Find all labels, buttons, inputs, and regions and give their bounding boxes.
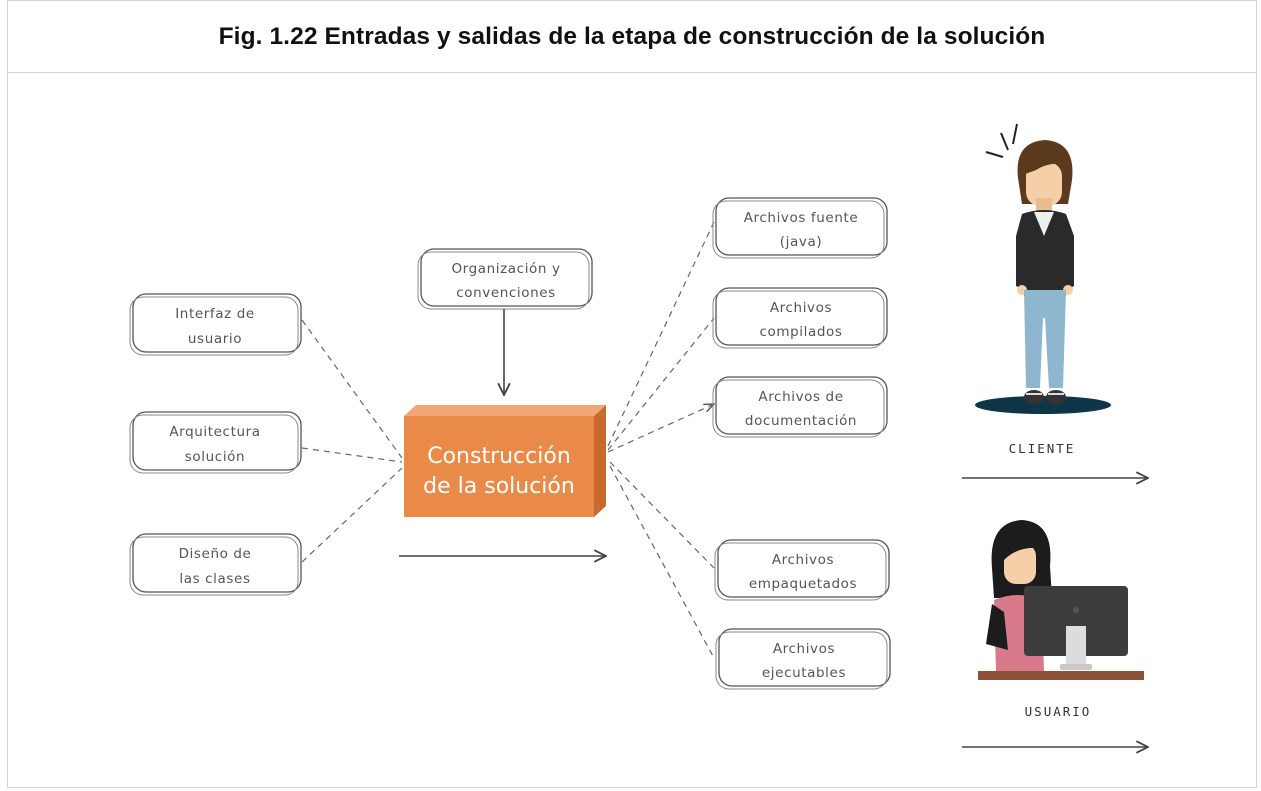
output-label-line1: Archivos de [758,389,843,405]
output-label-line2: ejecutables [762,665,846,681]
connector-output-5 [609,465,715,659]
output-label-line2: compilados [759,324,842,340]
input-label-line1: Interfaz de [175,306,255,322]
center-label-line1: Construcción [427,444,571,469]
connector-output-4 [609,461,715,569]
input-label-line2: convenciones [456,285,556,301]
output-label-line1: Archivos [772,552,834,568]
input-label-line1: Organización y [451,261,560,277]
center-box-face [404,416,594,517]
input-label-line1: Diseño de [179,546,252,562]
output-label-line1: Archivos fuente [744,210,859,226]
figure-header: Fig. 1.22 Entradas y salidas de la etapa… [8,1,1256,73]
page-title: Fig. 1.22 Entradas y salidas de la etapa… [218,22,1046,50]
input-label-line2: solución [185,449,245,465]
connector-input-3 [301,467,403,563]
output-connectors [607,221,715,659]
output-label-line2: documentación [745,413,857,429]
center-label-line2: de la solución [423,474,575,499]
input-box-diseno: Diseño de las clases [129,533,302,596]
center-process-box: Construcción de la solución [404,405,606,517]
input-box-organizacion: Organización y convenciones [417,248,593,310]
input-label-line2: las clases [179,571,250,587]
connector-input-2 [301,447,403,463]
output-box-compilados: Archivos compilados [712,287,888,349]
user-label: USUARIO [1025,704,1092,719]
output-box-empaquetados: Archivos empaquetados [714,539,890,601]
user-at-computer-icon [978,520,1144,680]
output-label-line2: empaquetados [749,576,857,592]
output-box-documentacion: Archivos de documentación [712,376,888,438]
output-box-ejecutables: Archivos ejecutables [715,628,891,690]
client-label: CLIENTE [1009,441,1076,456]
output-label-line1: Archivos [773,641,835,657]
input-label-line2: usuario [188,331,242,347]
connector-output-1 [607,221,715,447]
input-connectors [301,319,403,563]
output-label-line1: Archivos [770,300,832,316]
connector-output-3 [607,404,714,453]
client-figure-icon [975,123,1111,414]
connector-output-2 [607,317,715,451]
input-box-arquitectura: Arquitectura solución [129,411,302,474]
input-label-line1: Arquitectura [169,424,260,440]
output-box-fuente: Archivos fuente (java) [712,197,888,259]
connector-input-1 [301,319,403,459]
output-label-line2: (java) [780,234,822,250]
input-box-interfaz: Interfaz de usuario [129,293,302,356]
